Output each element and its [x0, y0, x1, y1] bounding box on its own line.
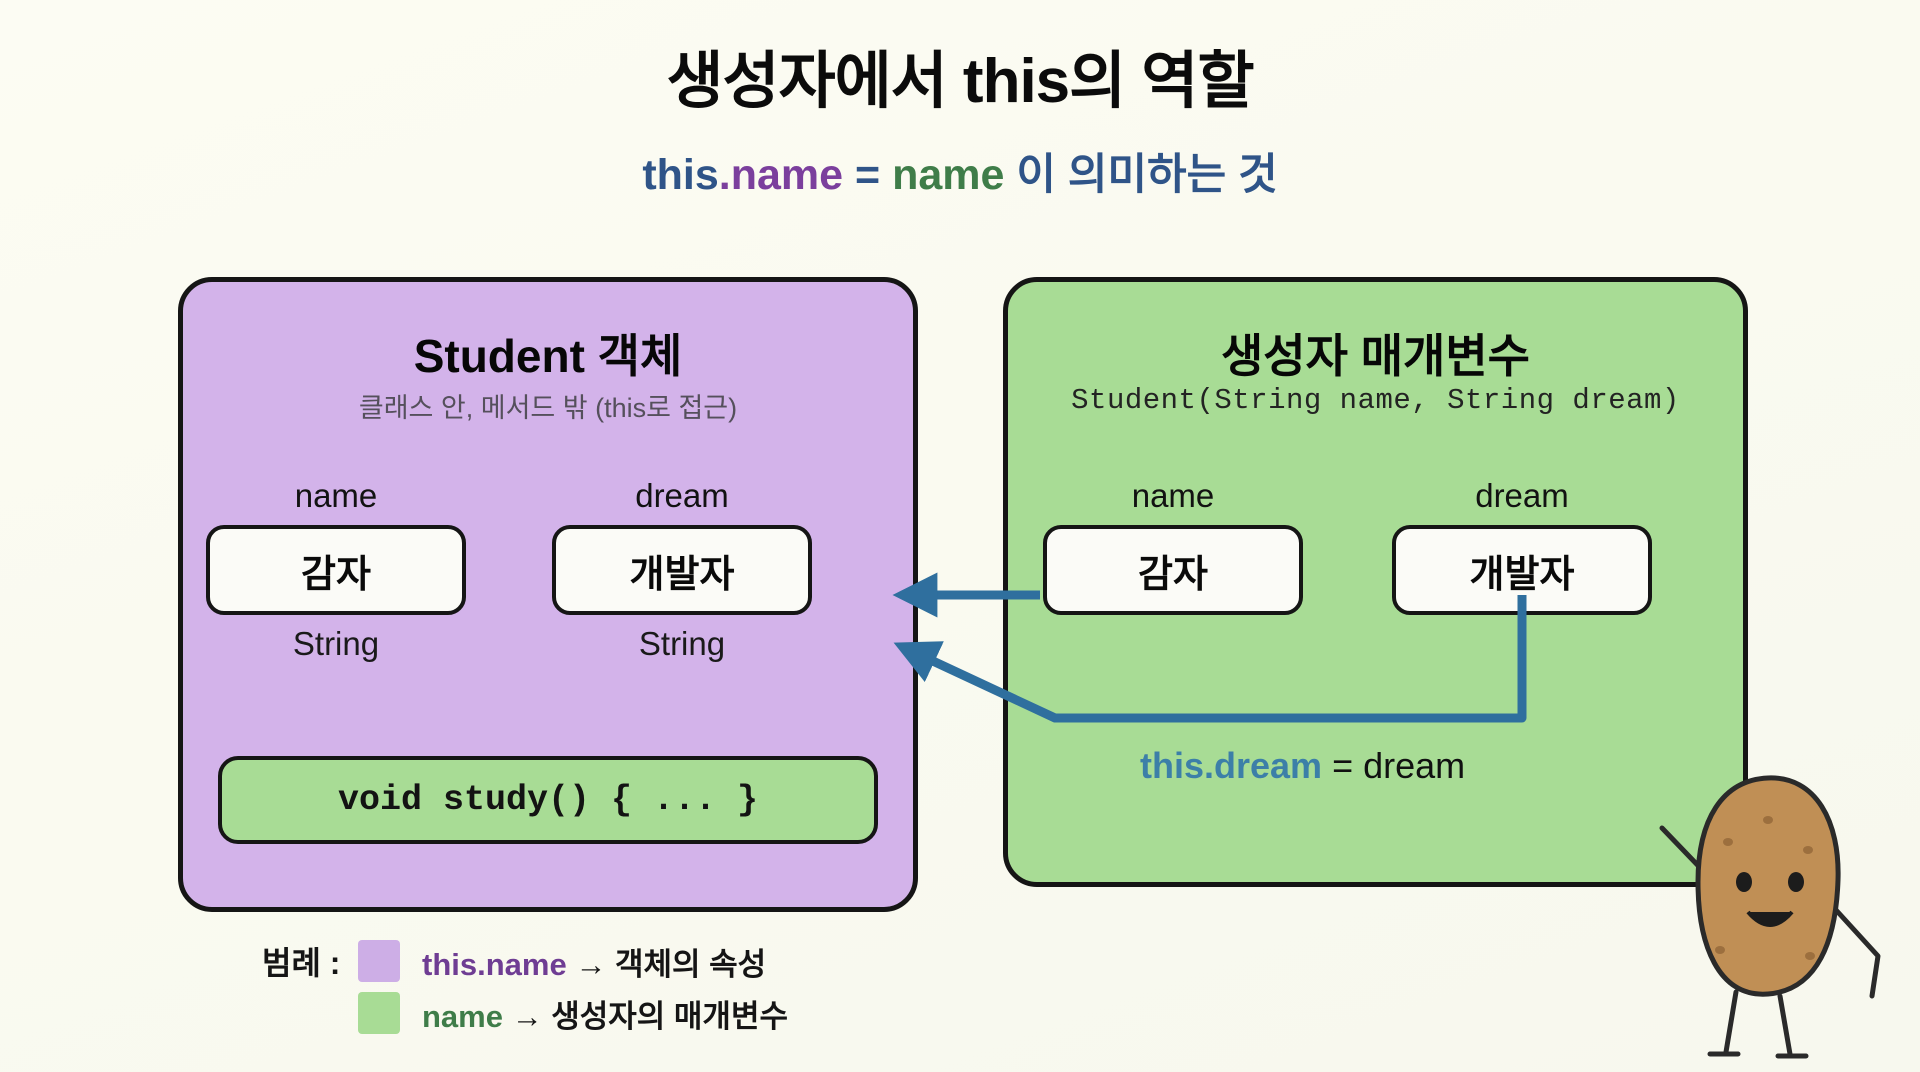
potato-right-leg	[1777, 993, 1793, 1057]
potato-speckle	[1763, 816, 1773, 824]
student-object-panel-subtitle: 클래스 안, 메서드 밖 (this로 접근)	[358, 393, 738, 423]
page-subtitle: this.name = name 이 의미하는 것	[0, 140, 1920, 202]
legend-row-this-name: 범례 : this.name → 객체의 속성	[262, 935, 962, 987]
assignment-rhs: = dream	[1322, 745, 1466, 786]
object-field-dream-label: dream	[635, 477, 729, 514]
constructor-parameter-panel-title: 생성자 매개변수	[1220, 330, 1531, 382]
potato-right-eye	[1788, 872, 1804, 892]
potato-speckle	[1805, 952, 1815, 960]
page-title: 생성자에서 this의 역할	[666, 47, 1255, 116]
legend-swatch-purple	[358, 940, 400, 982]
object-method-box: void study() { ... }	[218, 756, 878, 844]
object-field-name: name 감자 String	[206, 477, 466, 663]
legend-desc-this-name: → 객체의 속성	[566, 946, 767, 982]
legend-text-name: name → 생성자의 매개변수	[422, 991, 788, 1036]
potato-speckle	[1723, 838, 1733, 846]
param-field-dream-label: dream	[1475, 477, 1569, 514]
assignment-lhs: this.dream	[1140, 745, 1323, 786]
param-field-dream: dream 개발자	[1392, 477, 1652, 615]
dream-assignment-caption: this.dream = dream	[1140, 745, 1465, 787]
student-object-panel-title: Student 객체	[413, 330, 683, 382]
param-field-dream-value: 개발자	[1392, 525, 1652, 615]
potato-left-eye	[1736, 872, 1752, 892]
subtitle-this-keyword: this	[642, 151, 719, 199]
legend-code-name: name	[422, 998, 503, 1034]
param-field-name-label: name	[1131, 477, 1215, 514]
legend-desc-name: → 생성자의 매개변수	[502, 998, 788, 1034]
potato-mascot-icon	[1659, 775, 1881, 1059]
object-field-name-type: String	[292, 625, 380, 662]
object-field-name-value: 감자	[206, 525, 466, 615]
legend-row-name: name → 생성자의 매개변수	[262, 987, 962, 1039]
constructor-signature: Student(String name, String dream)	[1071, 384, 1680, 417]
legend-swatch-green	[358, 992, 400, 1034]
potato-right-arm	[1833, 907, 1881, 999]
potato-left-leg	[1723, 989, 1739, 1055]
subtitle-equals: =	[843, 151, 893, 199]
legend-text-this-name: this.name → 객체의 속성	[422, 939, 766, 984]
legend: 범례 : this.name → 객체의 속성 name → 생성자의 매개변수	[262, 935, 962, 1039]
legend-caption: 범례 :	[262, 945, 341, 981]
object-field-dream: dream 개발자 String	[552, 477, 812, 663]
subtitle-tail: 이 의미하는 것	[1004, 151, 1278, 199]
potato-speckle	[1803, 846, 1813, 854]
subtitle-parameter: name	[892, 151, 1005, 199]
object-field-dream-type: String	[638, 625, 726, 662]
legend-code-this-name: this.name	[422, 946, 567, 982]
potato-smile	[1746, 910, 1794, 927]
param-field-name-value: 감자	[1043, 525, 1303, 615]
object-field-dream-value: 개발자	[552, 525, 812, 615]
object-field-name-label: name	[294, 477, 378, 514]
potato-speckle	[1715, 946, 1725, 954]
potato-body	[1695, 775, 1841, 997]
param-field-name: name 감자	[1043, 477, 1303, 615]
subtitle-property: .name	[718, 151, 844, 199]
